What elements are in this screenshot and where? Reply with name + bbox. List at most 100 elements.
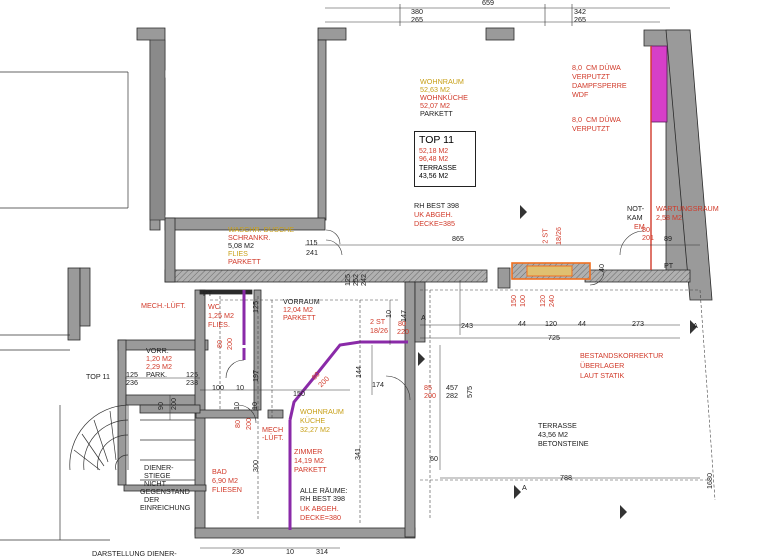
living-name: WOHNRAUM — [420, 77, 464, 86]
left-area-outline — [0, 71, 129, 541]
bad-area: 6,90 M2 — [212, 476, 238, 485]
lintel-hatch — [526, 265, 573, 277]
wc-floor: FLIES. — [208, 320, 230, 329]
dim-40: 40 — [597, 264, 606, 272]
vorr-area-1: 1,20 M2 — [146, 354, 172, 363]
dim-201: 201 — [642, 233, 654, 242]
terrace-floor: BETONSTEINE — [538, 439, 589, 448]
hidden-lines — [210, 289, 716, 525]
bad-floor: FLIESEN — [212, 485, 242, 494]
stair-note-2: STIEGE — [144, 471, 171, 480]
dim-300: 300 — [251, 460, 260, 472]
dim-125d: 125 — [186, 370, 198, 379]
dim-80e: 80 — [233, 420, 242, 428]
unit-terrace-area: 43,56 M2 — [419, 173, 449, 180]
all-rooms-3: UK ABGEH. — [300, 504, 339, 513]
dim-85: 85 — [424, 383, 432, 392]
wall-note-5: 8,0 CM DÜWA — [572, 115, 621, 124]
stair-note-5: DER — [144, 495, 160, 504]
dim-10b: 10 — [236, 383, 244, 392]
wohn-name: WOHNRAUM — [300, 407, 344, 416]
unit-title-box: TOP 11 52,18 M2 96,48 M2 TERRASSE 43,56 … — [414, 131, 476, 187]
new-partitions — [242, 290, 408, 530]
stair-note-4: GEGENSTAND — [140, 487, 190, 496]
dim-380: 380 — [411, 7, 423, 16]
dim-457: 457 — [446, 383, 458, 392]
dim-230: 230 — [232, 547, 244, 556]
correction-3: LAUT STATIK — [580, 371, 625, 380]
all-rooms-1: ALLE RÄUME: — [300, 486, 348, 495]
insulation-panel — [650, 45, 668, 123]
wc-name: WC — [208, 302, 220, 311]
section-a-3: A — [522, 483, 527, 492]
top11-label: TOP 11 — [86, 372, 110, 381]
dimension-lines — [125, 244, 700, 549]
spiral-stair — [69, 404, 195, 481]
vorr-area-2: 2,29 M2 — [146, 362, 172, 371]
dim-265b: 265 — [574, 15, 586, 24]
dim-725: 725 — [548, 333, 560, 342]
dim-342: 342 — [574, 7, 586, 16]
dim-243: 243 — [461, 321, 473, 330]
dim-80b: 80 — [398, 319, 406, 328]
bottom-caption: DARSTELLUNG DIENER- — [92, 549, 177, 558]
rh-note-2: UK ABGEH. — [414, 210, 453, 219]
wasch-floor-1: FLIES — [228, 249, 248, 258]
dim-200c: 200 — [225, 338, 234, 350]
section-a-1: A — [421, 313, 426, 322]
bad-name: BAD — [212, 467, 227, 476]
dim-238: 238 — [186, 378, 198, 387]
section-a-2: A — [693, 321, 698, 330]
dim-125b: 125 — [251, 301, 260, 313]
dim-100c: 100 — [518, 295, 527, 307]
kitchen-area: 52,07 M2 — [420, 101, 450, 110]
dim-60: 60 — [430, 454, 438, 463]
rh-note-3: DECKE=385 — [414, 219, 455, 228]
top-dimension-line — [325, 4, 670, 26]
stair-note-3: NICHT — [144, 479, 166, 488]
wasch-1: WASCHR. DUSCHE — [228, 225, 295, 234]
wasch-floor-2: PARKETT — [228, 257, 261, 266]
dim-150b: 150 — [509, 295, 518, 307]
wall-note-6: VERPUTZT — [572, 124, 610, 133]
wall-note-4: WDF — [572, 90, 589, 99]
dim-197: 197 — [251, 370, 260, 382]
living-floor: PARKETT — [420, 109, 453, 118]
kitchen-name: WOHNKÜCHE — [420, 93, 468, 102]
correction-2: ÜBERLAGER — [580, 361, 625, 370]
dim-788: 788 — [560, 473, 572, 482]
dim-220: 220 — [397, 327, 409, 336]
all-rooms-4: DECKE=380 — [300, 513, 341, 522]
all-rooms-2: RH BEST 398 — [300, 494, 346, 503]
dim-125c: 125 — [126, 370, 138, 379]
dim-44b: 44 — [578, 319, 586, 328]
dim-10e: 10 — [286, 547, 294, 556]
vorraum-name: VORRAUM — [283, 297, 320, 306]
vorraum-area: 12,04 M2 — [283, 305, 313, 314]
dim-273: 273 — [632, 319, 644, 328]
dim-240: 240 — [547, 295, 556, 307]
wasch-2: SCHRANKR. — [228, 233, 271, 242]
dim-314: 314 — [316, 547, 328, 556]
zimmer-area: 14,19 M2 — [294, 456, 324, 465]
shaft — [149, 39, 166, 221]
dim-144: 144 — [354, 366, 363, 378]
doors — [225, 229, 645, 424]
stair-note-6: EINREICHUNG — [140, 503, 191, 512]
dim-241: 241 — [306, 248, 318, 257]
terrace-name: TERRASSE — [538, 421, 577, 430]
dim-200: 200 — [169, 398, 178, 410]
correction-1: BESTANDSKORREKTUR — [580, 351, 664, 360]
dim-10c: 10 — [232, 402, 241, 410]
dim-659: 659 — [482, 0, 494, 7]
mech-lueft: MECH.-LÜFT. — [141, 301, 186, 310]
dim-265: 265 — [411, 15, 423, 24]
dim-89: 89 — [664, 234, 672, 243]
dim-2st: 2 ST — [540, 228, 550, 244]
dim-575: 575 — [465, 386, 474, 398]
unit-terrace-label: TERRASSE — [419, 165, 457, 172]
zimmer-floor: PARKETT — [294, 465, 327, 474]
stair-note-1: DIENER- — [144, 463, 174, 472]
dim-120r: 120 — [538, 295, 547, 307]
dim-80: 80 — [642, 225, 650, 234]
